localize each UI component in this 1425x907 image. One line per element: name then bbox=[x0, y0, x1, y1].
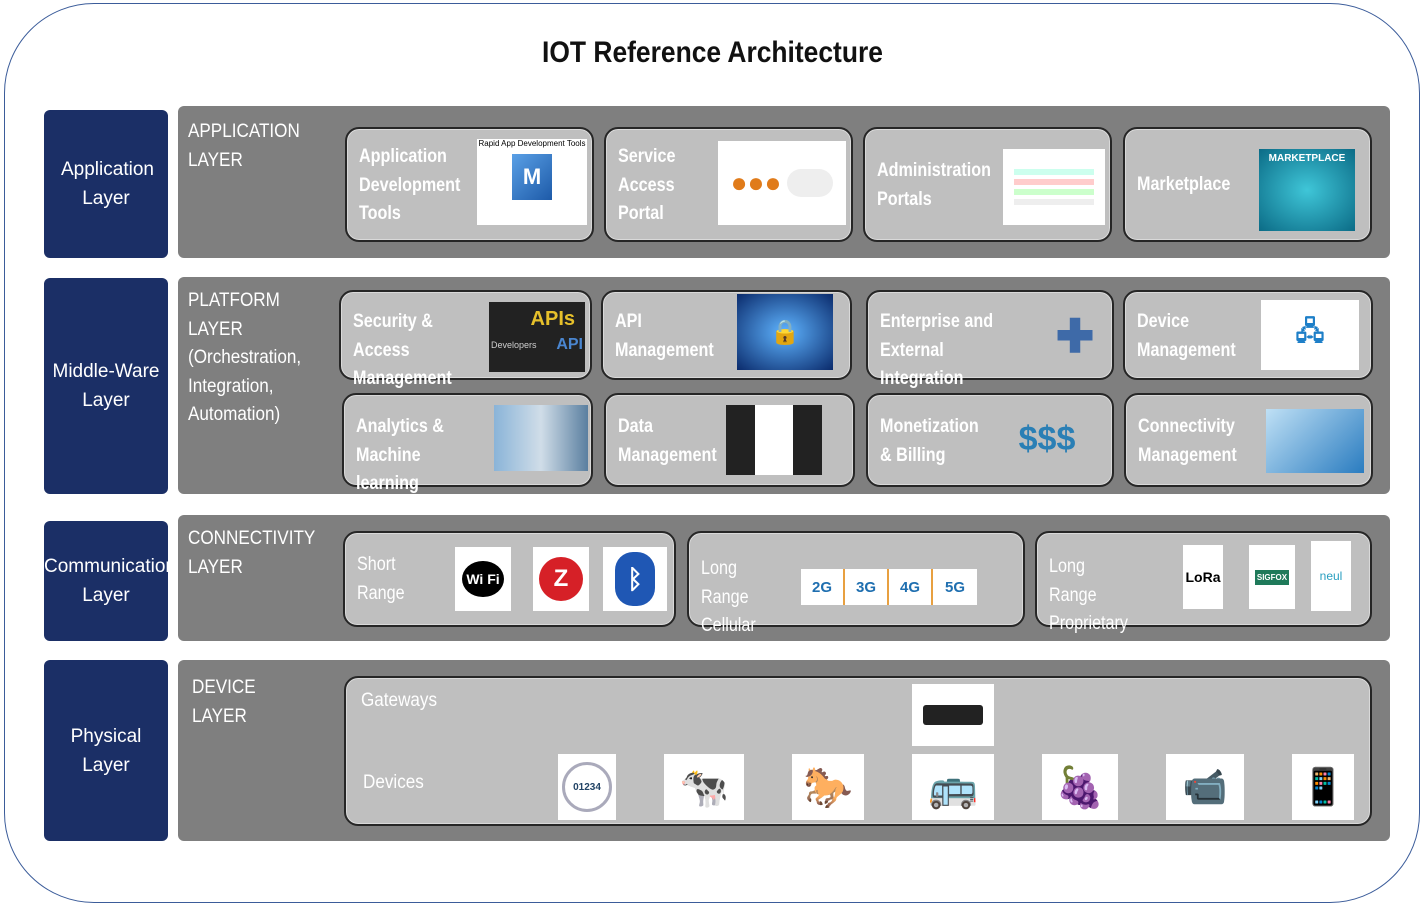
card-title: Administration Portals bbox=[877, 160, 991, 210]
app-dev-image: Rapid App Development Tools M bbox=[477, 139, 587, 225]
api-word: API bbox=[556, 336, 583, 353]
neul-logo: neul bbox=[1311, 541, 1351, 611]
nav-communication-layer: Communication Layer bbox=[44, 521, 176, 641]
money-icon: $$$ bbox=[1018, 419, 1076, 458]
card-title: Security & Access Management bbox=[353, 311, 452, 389]
card-title: Data Management bbox=[618, 416, 717, 466]
card-title: Short Range bbox=[357, 554, 405, 604]
cellular-4g: 4G bbox=[889, 569, 933, 605]
service-portal-image: ●●● bbox=[718, 141, 846, 225]
card-data-management: Data Management bbox=[604, 393, 855, 487]
card-monetization-billing: Monetization & Billing $$$ bbox=[866, 393, 1114, 487]
sigfox-logo: SIGFOX bbox=[1249, 545, 1295, 609]
servers-image bbox=[726, 405, 822, 475]
grapes-image: 🍇 bbox=[1042, 754, 1118, 820]
diagram-title: IOT Reference Architecture bbox=[542, 36, 883, 69]
card-title: Device Management bbox=[1137, 311, 1236, 361]
card-title: Analytics & Machine learning bbox=[356, 416, 444, 494]
admin-portal-image bbox=[1003, 149, 1105, 225]
marketplace-image: MARKETPLACE bbox=[1259, 149, 1355, 231]
card-service-access-portal: Service Access Portal ●●● bbox=[604, 127, 853, 242]
card-title: Service Access Portal bbox=[618, 146, 676, 224]
card-enterprise-integration: Enterprise and External Integration ✚ bbox=[866, 290, 1114, 389]
layer-label: APPLICATION LAYER bbox=[188, 121, 300, 171]
card-devices: Gateways Devices 01234 🐄 🐎 🚌 🍇 📹 📱 bbox=[344, 676, 1372, 826]
wifi-icon: Wi Fi bbox=[455, 547, 511, 611]
cow-image: 🐄 bbox=[664, 754, 744, 820]
card-marketplace: Marketplace MARKETPLACE bbox=[1123, 127, 1372, 242]
brain-image bbox=[494, 405, 588, 471]
zigbee-icon: Z bbox=[533, 547, 589, 611]
bluetooth-glyph: ᛒ bbox=[615, 552, 655, 606]
card-device-management: Device Management 🖧 bbox=[1123, 290, 1373, 380]
layer-label: CONNECTIVITY LAYER bbox=[188, 528, 315, 578]
cellular-generations: 2G 3G 4G 5G bbox=[801, 569, 977, 605]
card-title: Enterprise and External Integration bbox=[880, 311, 994, 389]
gateway-router-image bbox=[912, 684, 994, 746]
meter-reading: 01234 bbox=[562, 762, 612, 812]
cellular-5g: 5G bbox=[933, 569, 977, 605]
wifi-text: Wi Fi bbox=[462, 561, 504, 597]
gateways-label: Gateways bbox=[361, 690, 438, 711]
card-title: Long Range Proprietary bbox=[1049, 556, 1128, 634]
nav-physical-layer: Physical Layer bbox=[44, 660, 168, 841]
outer-frame bbox=[4, 3, 1420, 903]
lora-logo: LoRa bbox=[1183, 545, 1223, 609]
m-cube-logo: M bbox=[512, 154, 552, 200]
card-long-range-cellular: Long Range Cellular 2G 3G 4G 5G bbox=[687, 531, 1025, 636]
apis-image: APIs Developers API bbox=[489, 302, 585, 372]
card-long-range-proprietary: Long Range Proprietary LoRa SIGFOX neul bbox=[1035, 531, 1372, 634]
apis-word: APIs bbox=[530, 308, 575, 330]
network-image: 🖧 bbox=[1261, 300, 1359, 370]
nav-middleware-layer: Middle-Ware Layer bbox=[44, 278, 168, 494]
marketplace-caption: MARKETPLACE bbox=[1268, 153, 1346, 164]
card-title: API Management bbox=[615, 311, 714, 361]
devices-label: Devices bbox=[363, 772, 424, 793]
security-camera-image: 📹 bbox=[1166, 754, 1244, 820]
card-title: Connectivity Management bbox=[1138, 416, 1237, 466]
nav-label: Application Layer bbox=[61, 159, 154, 209]
smart-meter-image: 01234 bbox=[558, 754, 616, 820]
puzzle-icon: ✚ bbox=[1055, 310, 1095, 362]
card-title: Marketplace bbox=[1137, 174, 1231, 195]
card-analytics-ml: Analytics & Machine learning bbox=[342, 393, 593, 494]
cellular-3g: 3G bbox=[845, 569, 889, 605]
card-title: Application Development Tools bbox=[359, 146, 461, 224]
developers-word: Developers bbox=[491, 340, 537, 350]
globe-network-image bbox=[1266, 409, 1364, 473]
lock-image: 🔒 bbox=[737, 294, 833, 370]
bluetooth-icon: ᛒ bbox=[603, 547, 667, 611]
nav-label: Communication Layer bbox=[44, 556, 176, 606]
card-short-range: Short Range Wi Fi Z ᛒ bbox=[343, 531, 676, 627]
card-title: Long Range Cellular bbox=[701, 558, 756, 636]
nav-label: Middle-Ware Layer bbox=[52, 361, 160, 411]
card-app-dev-tools: Application Development Tools Rapid App … bbox=[345, 127, 594, 242]
zigbee-text: Z bbox=[539, 557, 583, 601]
nav-application-layer: Application Layer bbox=[44, 110, 168, 258]
card-api-management: API Management 🔒 bbox=[601, 290, 852, 380]
nav-label: Physical Layer bbox=[70, 725, 142, 776]
layer-label: PLATFORM LAYER (Orchestration, Integrati… bbox=[188, 290, 302, 425]
school-bus-image: 🚌 bbox=[912, 754, 994, 820]
card-security-access: Security & Access Management APIs Develo… bbox=[339, 290, 592, 389]
card-title: Monetization & Billing bbox=[880, 416, 979, 466]
sigfox-text: SIGFOX bbox=[1254, 569, 1290, 585]
card-administration-portals: Administration Portals bbox=[863, 127, 1112, 242]
layer-label: DEVICE LAYER bbox=[192, 677, 256, 727]
card-connectivity-management: Connectivity Management bbox=[1124, 393, 1373, 487]
horse-image: 🐎 bbox=[792, 754, 864, 820]
image-caption: Rapid App Development Tools bbox=[478, 139, 586, 148]
cellular-2g: 2G bbox=[801, 569, 845, 605]
smartphone-device-image: 📱 bbox=[1292, 754, 1354, 820]
